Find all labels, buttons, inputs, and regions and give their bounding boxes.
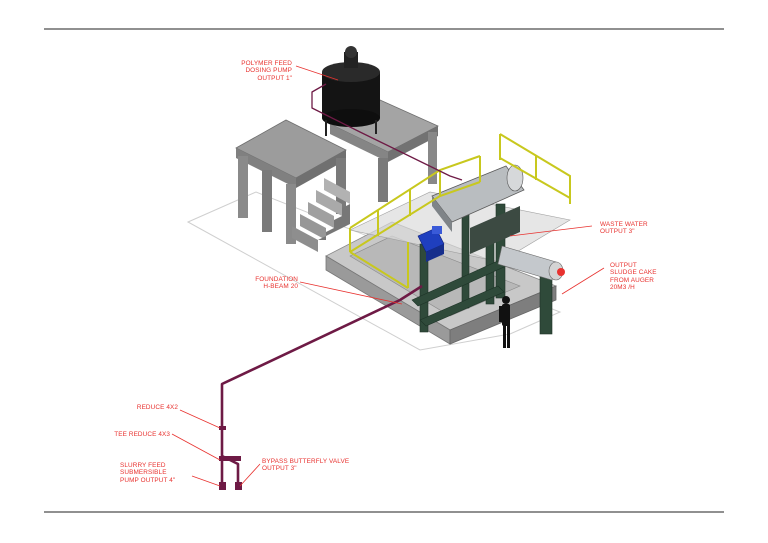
sludge-line-2: SLUDGE CAKE <box>610 269 657 277</box>
foundation-leader <box>299 281 403 305</box>
person-figure-icon <box>499 296 510 348</box>
reduce-leader <box>179 409 221 429</box>
polymer-leader <box>295 65 339 81</box>
polymer-feed-label: POLYMER FEED DOSING PUMP OUTPUT 1" <box>226 60 292 82</box>
waste-water-line-2: OUTPUT 3" <box>600 228 635 236</box>
slurry-feed-label: SLURRY FEED SUBMERSIBLE PUMP OUTPUT 4" <box>120 462 175 484</box>
reduce-label: REDUCE 4X2 <box>112 404 178 411</box>
waste-water-leader <box>509 225 593 237</box>
leader-lines <box>171 65 605 487</box>
tee-leader <box>171 433 221 461</box>
polymer-line-3: OUTPUT 1" <box>257 74 292 82</box>
reduce-line-1: REDUCE 4X2 <box>136 404 178 411</box>
handrail <box>349 133 571 289</box>
tee-reduce-label: TEE REDUCE 4X3 <box>100 431 170 438</box>
pump-motor-icon <box>417 226 445 262</box>
polymer-tank-icon <box>322 46 380 136</box>
polymer-feed-pipe <box>311 83 463 181</box>
waste-water-label: WASTE WATER OUTPUT 3" <box>600 221 648 236</box>
bypass-valve-label: BYPASS BUTTERFLY VALVE OUTPUT 3" <box>262 458 349 473</box>
sludge-line-1: OUTPUT <box>610 262 637 269</box>
sludge-auger <box>497 245 565 281</box>
pipe-fittings <box>219 426 242 490</box>
waste-water-line-1: WASTE WATER <box>600 221 648 228</box>
slurry-line-1: SLURRY FEED <box>120 462 166 469</box>
slurry-line-2: SUBMERSIBLE <box>120 469 167 477</box>
concrete-stairs <box>292 178 350 252</box>
concrete-stand-left <box>235 119 347 244</box>
slurry-feed-pipe <box>220 284 423 490</box>
foundation-label: FOUNDATION H-BEAM 20 <box>236 276 298 291</box>
polymer-line-2: DOSING PUMP <box>245 67 292 75</box>
sludge-output-label: OUTPUT SLUDGE CAKE FROM AUGER 20M3 /H <box>610 262 657 292</box>
polymer-line-1: POLYMER FEED <box>241 60 292 67</box>
bypass-line-2: OUTPUT 3" <box>262 465 297 473</box>
bypass-leader <box>239 463 261 487</box>
bypass-line-1: BYPASS BUTTERFLY VALVE <box>262 458 350 465</box>
foundation-line-2: H-BEAM 20 <box>263 283 298 291</box>
sludge-leader <box>561 267 605 295</box>
tee-line-1: TEE REDUCE 4X3 <box>114 431 170 438</box>
sludge-line-4: 20M3 /H <box>610 284 635 292</box>
slurry-line-3: PUMP OUTPUT 4" <box>120 476 176 484</box>
foundation-line-1: FOUNDATION <box>255 276 298 283</box>
decanter-drum <box>431 164 525 254</box>
sludge-line-3: FROM AUGER <box>610 276 654 284</box>
slurry-leader <box>191 475 221 487</box>
decanter-frame <box>411 203 553 335</box>
